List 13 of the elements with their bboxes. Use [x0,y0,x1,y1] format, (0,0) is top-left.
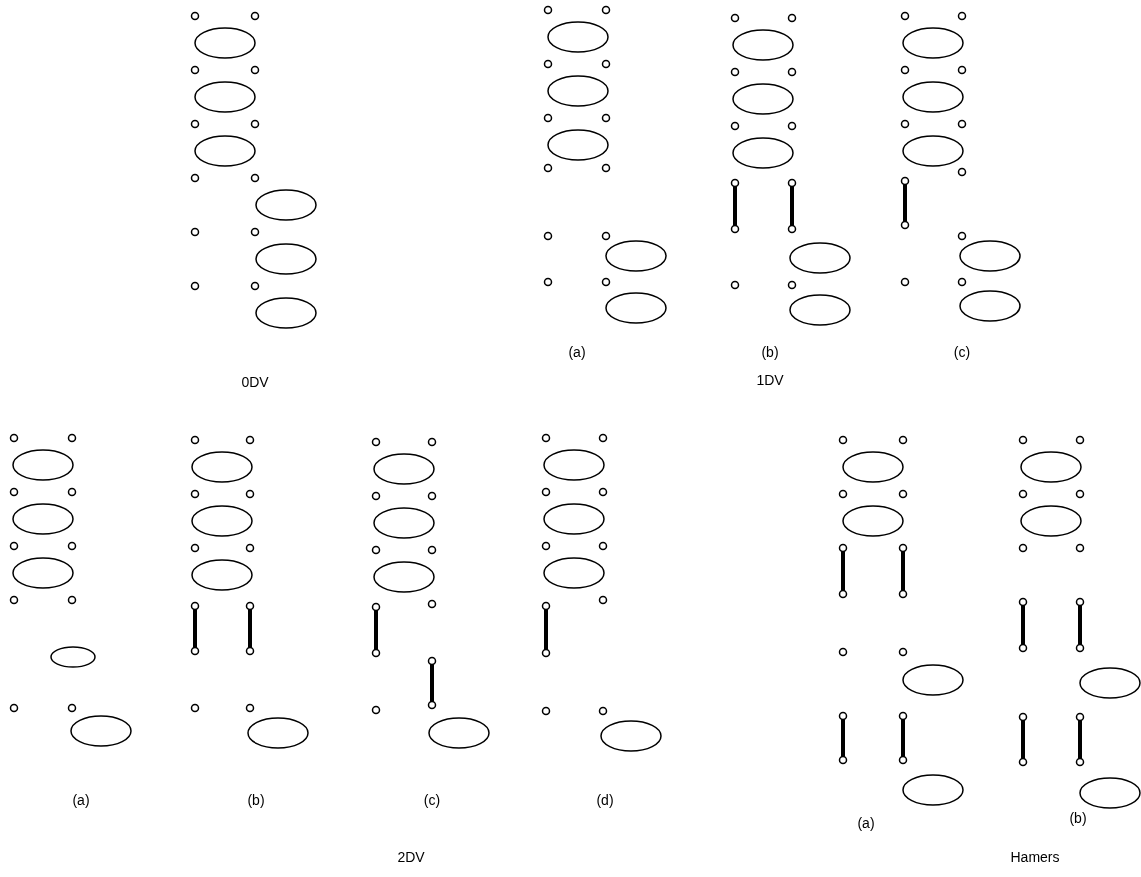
panel-label: (b) [1069,810,1087,826]
panel-label: (b) [247,792,265,808]
figure-caption: 2DV [397,849,425,865]
panel-label: (c) [423,792,441,808]
panel-label: (a) [568,344,586,360]
panel-label: (b) [761,344,779,360]
panel-label: (a) [72,792,90,808]
panel-label: (c) [953,344,971,360]
figure-caption: 0DV [241,374,269,390]
panel-label: (a) [857,815,875,831]
figure-caption: Hamers [1010,849,1060,865]
figure-caption: 1DV [756,372,784,388]
panel-label: (d) [596,792,614,808]
